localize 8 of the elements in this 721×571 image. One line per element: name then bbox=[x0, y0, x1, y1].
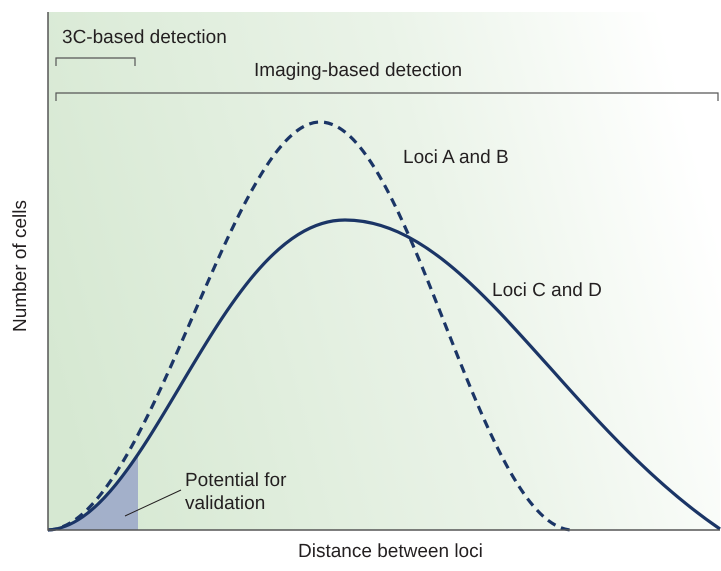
curve-label: Loci A and B bbox=[403, 147, 509, 169]
axis-title: Distance between loci bbox=[298, 541, 483, 563]
bracket-label: Imaging-based detection bbox=[254, 60, 462, 82]
axis-title: Number of cells bbox=[10, 200, 32, 332]
callout-text: Potential for validation bbox=[185, 470, 345, 516]
bracket-label: 3C-based detection bbox=[62, 27, 227, 49]
curve-label: Loci C and D bbox=[492, 280, 602, 302]
leader-line bbox=[124, 490, 182, 516]
